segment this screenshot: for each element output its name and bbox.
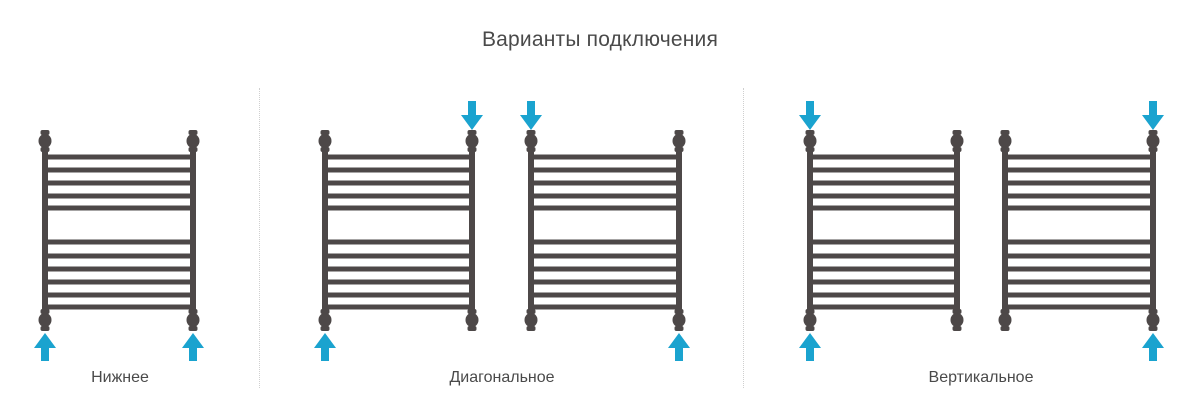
towel-rail-icon [803, 130, 964, 331]
towel-rail-icon [38, 130, 200, 331]
page-title: Варианты подключения [481, 28, 719, 51]
arrow-down-icon [461, 101, 483, 130]
section-divider-2 [743, 88, 744, 388]
towel-rail-icon [524, 130, 686, 331]
arrow-down-icon [520, 101, 542, 130]
arrow-up-icon [668, 333, 690, 361]
label-diagonal-connection: Диагональное [449, 369, 555, 386]
section-divider-1 [259, 88, 260, 388]
arrow-down-icon [1142, 101, 1164, 130]
arrow-up-icon [799, 333, 821, 361]
arrow-up-icon [1142, 333, 1164, 361]
arrow-down-icon [799, 101, 821, 130]
label-bottom-connection: Нижнее [91, 369, 149, 386]
towel-rail-icon [318, 130, 479, 331]
label-vertical-connection: Вертикальное [928, 369, 1034, 386]
towel-rail-icon [998, 130, 1160, 331]
arrow-up-icon [34, 333, 56, 361]
arrow-up-icon [182, 333, 204, 361]
arrow-up-icon [314, 333, 336, 361]
